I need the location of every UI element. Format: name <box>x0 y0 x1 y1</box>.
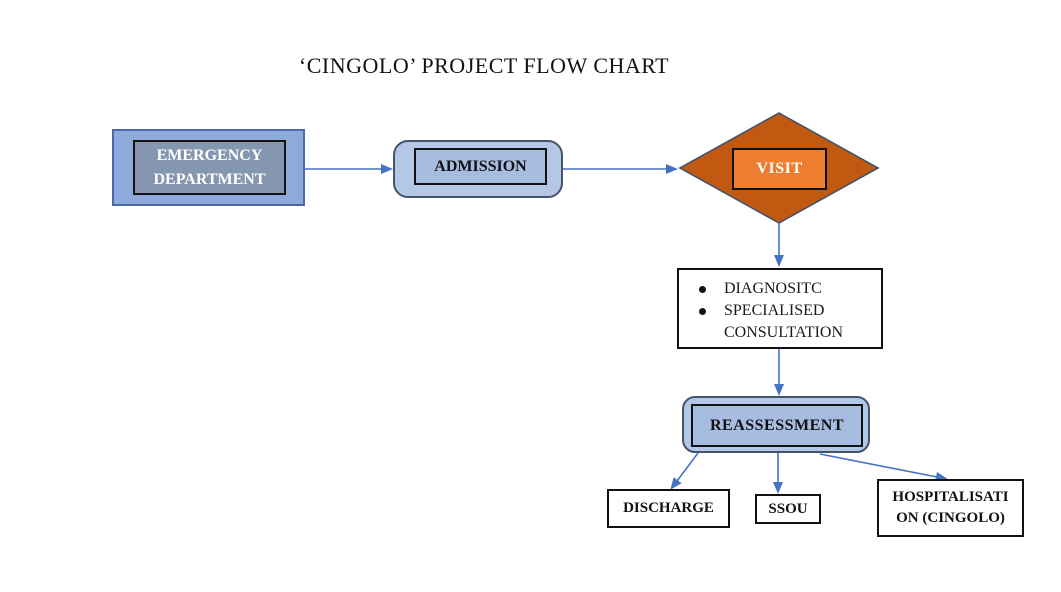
reassessment-inner-panel: REASSESSMENT <box>691 404 863 447</box>
bullet-icon <box>699 308 706 315</box>
bullet-item-diagnostic: DIAGNOSITC <box>697 278 875 300</box>
page-title: ‘CINGOLO’ PROJECT FLOW CHART <box>298 53 670 78</box>
bullet-icon <box>699 286 706 293</box>
consultation-node: DIAGNOSITC SPECIALISED CONSULTATION <box>677 268 883 349</box>
reassessment-label: REASSESSMENT <box>709 416 845 434</box>
hospitalisation-label-line2: ON (CINGOLO) <box>896 510 1005 526</box>
ssou-node: SSOU <box>755 494 821 524</box>
discharge-label: DISCHARGE <box>623 500 714 516</box>
ssou-label: SSOU <box>768 500 808 517</box>
bullet-text-diagnostic: DIAGNOSITC <box>724 280 822 297</box>
visit-label: VISIT <box>756 160 803 177</box>
visit-node: VISIT <box>732 148 827 190</box>
emergency-department-node: EMERGENCY DEPARTMENT <box>112 129 305 206</box>
admission-node: ADMISSION <box>393 140 563 198</box>
hospitalisation-node: HOSPITALISATI ON (CINGOLO) <box>877 479 1024 537</box>
bullet-text-specialised-consultation: SPECIALISED CONSULTATION <box>724 302 844 341</box>
arrow-reassessment-to-discharge <box>670 452 699 490</box>
admission-label: ADMISSION <box>434 157 527 175</box>
discharge-node: DISCHARGE <box>607 489 730 528</box>
arrow-reassessment-to-hospitalisation <box>819 453 948 482</box>
emergency-department-inner-panel: EMERGENCY DEPARTMENT <box>133 140 286 195</box>
reassessment-node: REASSESSMENT <box>682 396 870 453</box>
admission-inner-panel: ADMISSION <box>414 148 547 185</box>
emergency-department-label: EMERGENCY DEPARTMENT <box>153 146 266 188</box>
hospitalisation-label-line1: HOSPITALISATI <box>892 489 1009 505</box>
bullet-item-specialised-consultation: SPECIALISED CONSULTATION <box>697 300 875 344</box>
